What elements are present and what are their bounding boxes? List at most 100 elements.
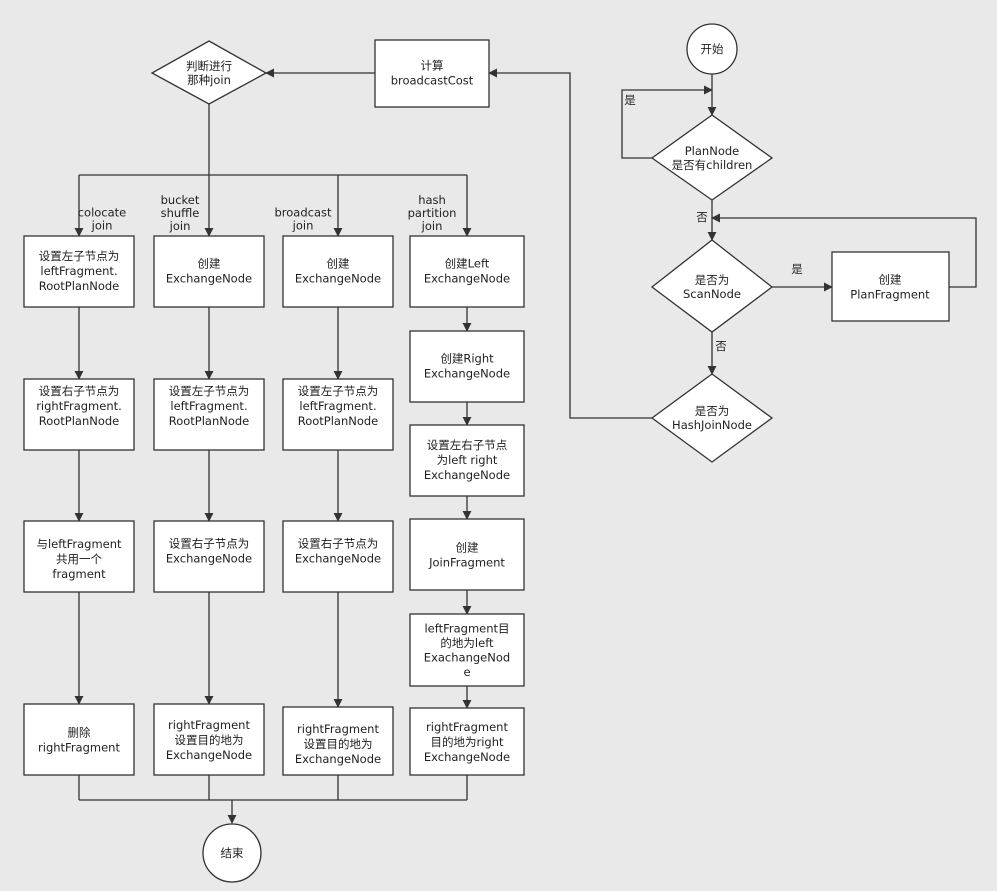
label-line: 设置左子节点为	[39, 249, 120, 263]
label-line: shuffle	[161, 206, 200, 220]
label-line: 创建Right	[440, 352, 494, 366]
start-node	[686, 23, 738, 75]
label-line: colocate	[78, 206, 127, 220]
label-line: ExchangeNode	[166, 748, 252, 762]
label-line: rightFragment.	[36, 399, 122, 413]
edge-hashjoin-to-broadcast	[488, 68, 652, 419]
h5-box	[409, 613, 525, 687]
label-line: rightFragment	[38, 741, 120, 755]
label-line: rightFragment	[168, 718, 250, 732]
label-line: ExchangeNode	[424, 272, 510, 286]
edge-label-no-children: 否	[696, 210, 708, 224]
edge-label-yes-loop: 是	[624, 93, 636, 107]
start-label: 开始	[701, 42, 724, 56]
label-line: ExchangeNode	[295, 272, 381, 286]
edge-haschildren-loop-yes	[621, 85, 713, 159]
c1-box	[23, 235, 135, 308]
judge-label: 判断进行那种join	[186, 59, 232, 87]
d4-box	[282, 706, 394, 776]
label-line: 的地为left	[440, 636, 494, 650]
label-line: RootPlanNode	[298, 414, 379, 428]
c4-box	[23, 703, 135, 776]
label-line: ScanNode	[683, 287, 741, 301]
label-line: 设置目的地为	[304, 737, 373, 751]
label-line: 设置目的地为	[175, 733, 244, 747]
label-line: 设置左子节点为	[169, 384, 250, 398]
label-line: partition	[408, 206, 457, 220]
edge-planfragment-back	[711, 213, 977, 288]
h4-box	[409, 518, 525, 591]
label-line: 目的地为right	[430, 735, 504, 749]
h3-box	[409, 424, 525, 497]
label-line: broadcastCost	[391, 74, 474, 88]
d1-box	[282, 235, 394, 308]
label-line: PlanNode	[685, 144, 739, 158]
label-line: 设置左子节点为	[298, 384, 379, 398]
b2-box	[153, 378, 265, 451]
label-line: ExchangeNode	[424, 750, 510, 764]
label-line: 与leftFragment	[36, 537, 122, 551]
label-line: 创建	[198, 257, 221, 271]
label-line: 设置左右子节点	[427, 438, 508, 452]
label-line: 删除	[68, 726, 91, 740]
label-line: ExchangeNode	[424, 367, 510, 381]
label-line: 创建	[879, 273, 902, 287]
label-line: bucket	[161, 193, 200, 207]
end-node	[202, 823, 262, 883]
label-line: join	[169, 219, 191, 233]
hashjoin-decision	[650, 373, 774, 463]
label-line: 那种join	[187, 73, 231, 87]
label-line: 判断进行	[186, 59, 232, 73]
haschildren-decision	[650, 114, 774, 201]
broadcast-box	[374, 39, 490, 108]
label-line: ExchangeNode	[295, 552, 381, 566]
label-line: ExchangeNode	[166, 552, 252, 566]
d2-box	[282, 378, 394, 451]
label-line: RootPlanNode	[39, 414, 120, 428]
c2-box	[23, 378, 135, 451]
label-line: 为left right	[437, 453, 498, 467]
label-line: 是否有children	[672, 158, 753, 172]
c3-box	[23, 520, 135, 593]
label-line: HashJoinNode	[672, 418, 752, 432]
b1-box	[153, 235, 265, 308]
label-line: leftFragment.	[299, 399, 376, 413]
b3-box	[153, 520, 265, 593]
label-line: 创建	[456, 541, 479, 555]
h2-box	[409, 330, 525, 403]
edge-label-yes-scan: 是	[791, 262, 803, 276]
label-line: 是否为	[695, 273, 730, 287]
label-line: leftFragment.	[170, 399, 247, 413]
label-line: RootPlanNode	[169, 414, 250, 428]
h6-box	[409, 707, 525, 776]
label-line: ExchangeNode	[295, 752, 381, 766]
label-line: leftFragment目	[424, 621, 509, 635]
label-line: join	[292, 219, 314, 233]
label-line: join	[421, 219, 443, 233]
label-line: 是否为	[695, 404, 730, 418]
label-line: 共用一个	[56, 552, 102, 566]
label-line: broadcast	[274, 206, 332, 220]
label-line: 计算	[421, 59, 444, 73]
d3-box	[282, 520, 394, 593]
